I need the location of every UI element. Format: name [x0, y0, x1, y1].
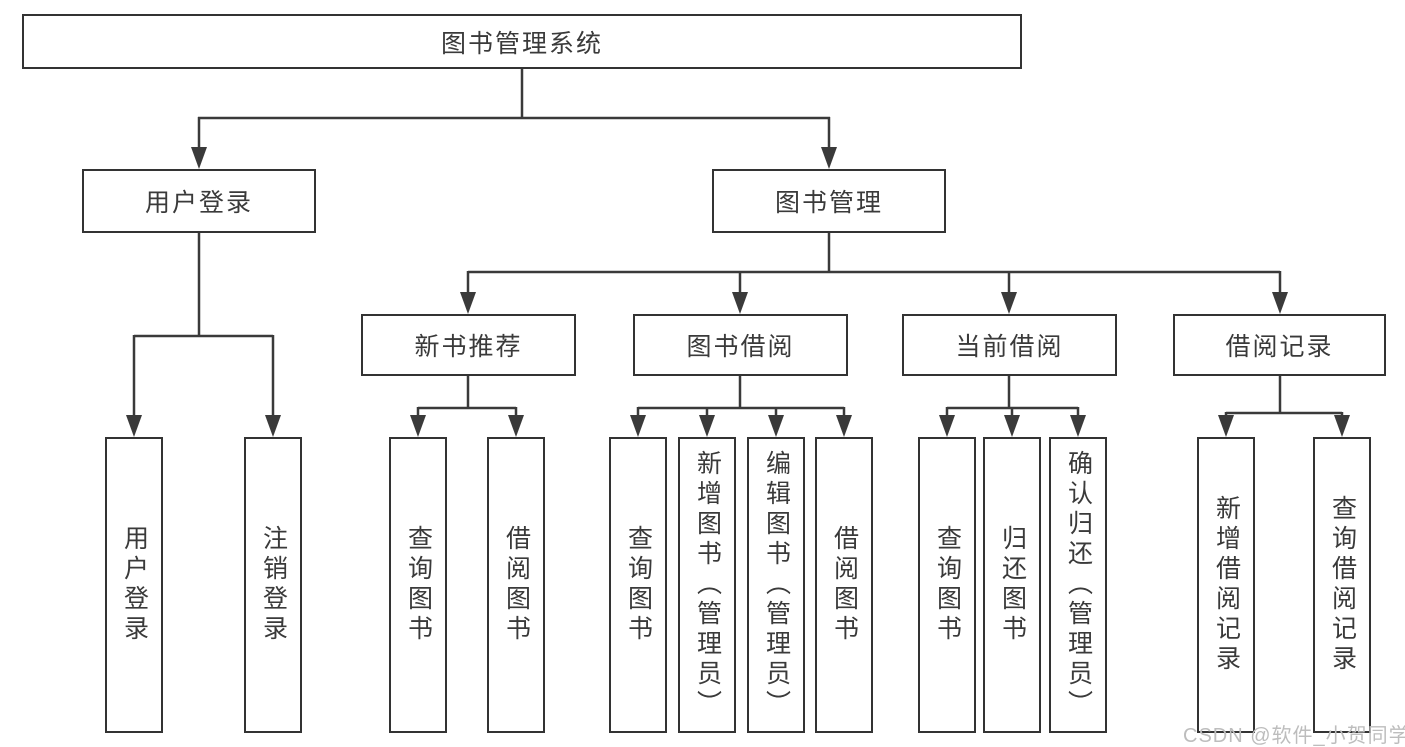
node-current-borrowing: 当前借阅	[902, 314, 1117, 376]
node-book-borrowing-label: 图书借阅	[686, 333, 795, 361]
node-new-book-recommend-label: 新书推荐	[414, 333, 523, 361]
leaf-nbr-borrow-books: 借阅图书	[487, 437, 545, 733]
node-book-borrowing: 图书借阅	[633, 314, 848, 376]
node-current-borrowing-label: 当前借阅	[955, 333, 1064, 361]
node-root: 图书管理系统	[22, 14, 1022, 69]
leaf-bb-borrow-books: 借阅图书	[815, 437, 873, 733]
leaf-nbr-query-books-label: 查询图书	[404, 525, 433, 645]
leaf-bb-query-books-label: 查询图书	[624, 525, 653, 645]
leaf-bb-edit-books-admin-label: 编辑图书（管理员）	[762, 450, 791, 720]
leaf-bb-edit-books-admin: 编辑图书（管理员）	[747, 437, 805, 733]
leaf-nbr-borrow-books-label: 借阅图书	[502, 525, 531, 645]
leaf-user-login: 用户登录	[105, 437, 163, 733]
csdn-watermark: CSDN @软件_小贺同学	[1183, 725, 1405, 747]
node-new-book-recommend: 新书推荐	[361, 314, 576, 376]
leaf-nbr-query-books: 查询图书	[389, 437, 447, 733]
node-book-management: 图书管理	[712, 169, 946, 233]
leaf-br-add-borrow-record: 新增借阅记录	[1197, 437, 1255, 733]
leaf-cb-confirm-return-admin: 确认归还（管理员）	[1049, 437, 1107, 733]
node-borrowing-records-label: 借阅记录	[1225, 333, 1334, 361]
node-book-management-label: 图书管理	[774, 189, 883, 217]
leaf-bb-add-books-admin: 新增图书（管理员）	[678, 437, 736, 733]
leaf-user-login-label: 用户登录	[120, 525, 149, 645]
node-borrowing-records: 借阅记录	[1173, 314, 1386, 376]
node-user-login-label: 用户登录	[144, 189, 253, 217]
leaf-bb-borrow-books-label: 借阅图书	[830, 525, 859, 645]
leaf-br-query-borrow-record-label: 查询借阅记录	[1328, 495, 1357, 675]
leaf-br-query-borrow-record: 查询借阅记录	[1313, 437, 1371, 733]
node-user-login: 用户登录	[82, 169, 316, 233]
leaf-cb-return-books: 归还图书	[983, 437, 1041, 733]
leaf-logout: 注销登录	[244, 437, 302, 733]
leaf-cb-query-books: 查询图书	[918, 437, 976, 733]
node-root-label: 图书管理系统	[440, 29, 603, 58]
leaf-cb-confirm-return-admin-label: 确认归还（管理员）	[1064, 450, 1093, 720]
arrowheads	[126, 147, 1350, 437]
leaf-cb-return-books-label: 归还图书	[998, 525, 1027, 645]
leaf-cb-query-books-label: 查询图书	[933, 525, 962, 645]
leaf-bb-query-books: 查询图书	[609, 437, 667, 733]
leaf-logout-label: 注销登录	[259, 525, 288, 645]
leaf-bb-add-books-admin-label: 新增图书（管理员）	[693, 450, 722, 720]
leaf-br-add-borrow-record-label: 新增借阅记录	[1212, 495, 1241, 675]
